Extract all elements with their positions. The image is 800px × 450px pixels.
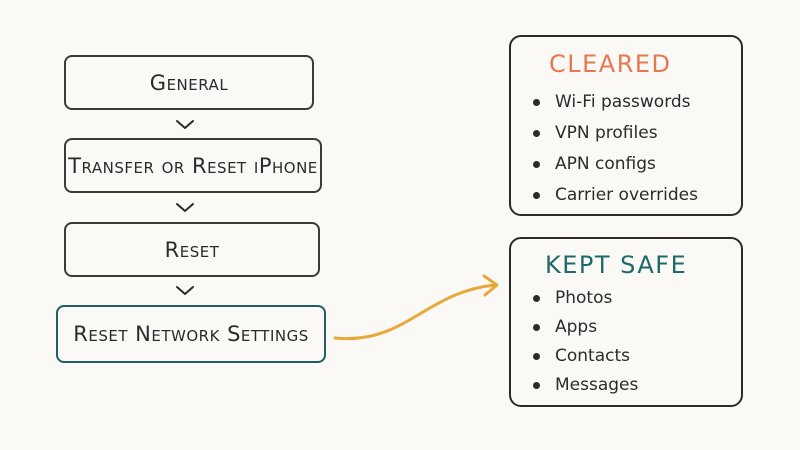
chevron-down-icon — [176, 286, 194, 295]
step-label: Reset — [164, 237, 220, 262]
cleared-title: CLEARED — [549, 50, 672, 78]
step-transfer-or-reset: Transfer or Reset iPhone — [64, 138, 322, 193]
cleared-card: CLEARED Wi-Fi passwords VPN profiles APN… — [509, 35, 743, 216]
arrow-head-icon — [482, 274, 499, 297]
cleared-list: Wi-Fi passwords VPN profiles APN configs… — [529, 87, 698, 211]
bullet-icon — [533, 98, 540, 106]
list-item: Wi-Fi passwords — [529, 87, 698, 118]
chevron-down-icon — [176, 120, 194, 129]
step-reset-network-settings: Reset Network Settings — [56, 305, 326, 363]
list-item: Photos — [529, 284, 638, 313]
list-item: Apps — [529, 313, 638, 342]
chevron-down-icon — [176, 203, 194, 212]
kept-safe-card: KEPT SAFE Photos Apps Contacts Messages — [509, 237, 743, 407]
bullet-icon — [533, 323, 540, 331]
list-item: Carrier overrides — [529, 180, 698, 211]
step-general: General — [64, 55, 314, 110]
bullet-icon — [533, 160, 540, 168]
list-item: VPN profiles — [529, 118, 698, 149]
bullet-icon — [533, 352, 540, 360]
bullet-icon — [533, 294, 540, 302]
list-item: Messages — [529, 371, 638, 400]
bullet-icon — [533, 129, 540, 137]
bullet-icon — [533, 191, 540, 199]
bullet-icon — [533, 381, 540, 389]
step-label: Reset Network Settings — [73, 322, 309, 346]
kept-safe-title: KEPT SAFE — [545, 251, 688, 279]
list-item: APN configs — [529, 149, 698, 180]
step-label: Transfer or Reset iPhone — [68, 153, 318, 178]
step-label: General — [149, 70, 229, 95]
kept-safe-list: Photos Apps Contacts Messages — [529, 284, 638, 400]
step-reset: Reset — [64, 222, 320, 277]
list-item: Contacts — [529, 342, 638, 371]
curved-arrow — [333, 283, 497, 341]
